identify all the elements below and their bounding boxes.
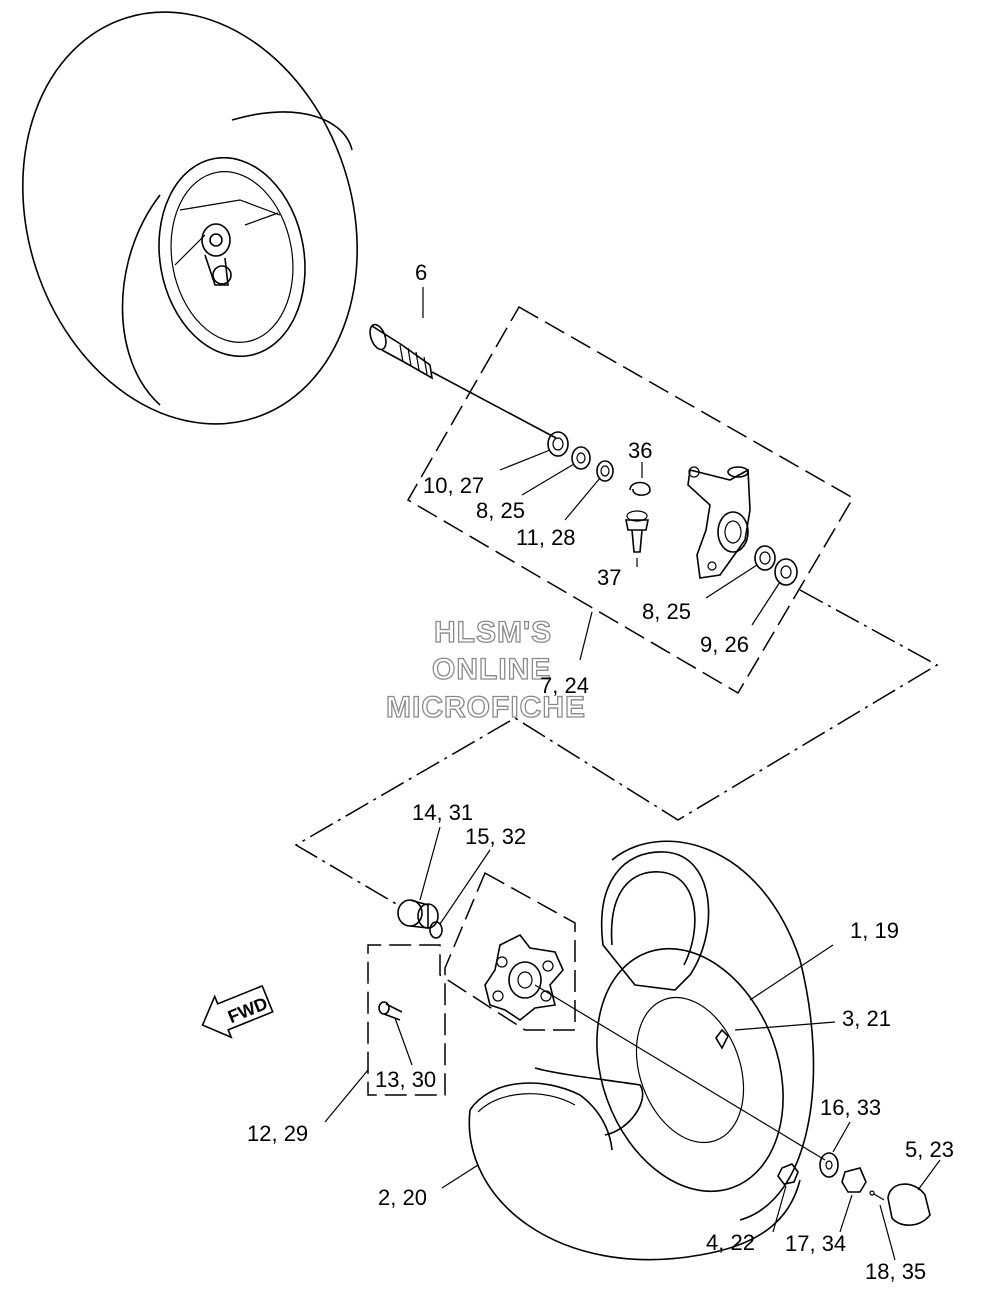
callout-37: 37 <box>597 565 621 590</box>
o-ring-15 <box>429 921 443 939</box>
knuckle-assembly-boundary <box>406 305 855 695</box>
bolt-13 <box>378 1001 403 1021</box>
callout-18-35: 18, 35 <box>865 1259 926 1284</box>
callout-14-31: 14, 31 <box>412 800 473 825</box>
bearing-8-lower <box>754 545 776 571</box>
spacer-11 <box>596 460 614 482</box>
callout-8-25-a: 8, 25 <box>476 498 525 523</box>
callout-7-24: 7, 24 <box>540 673 589 698</box>
tire-2 <box>468 1109 801 1261</box>
hub-assembly-boundary <box>367 871 576 1096</box>
callout-9-26: 9, 26 <box>700 632 749 657</box>
callout-1-19: 1, 19 <box>850 918 899 943</box>
wheel-nut-4 <box>777 1163 799 1185</box>
callout-11-28: 11, 28 <box>516 525 576 550</box>
alignment-line <box>294 589 939 906</box>
callout-3-21: 3, 21 <box>842 1006 891 1031</box>
callout-5-23: 5, 23 <box>905 1137 954 1162</box>
callout-8-25-b: 8, 25 <box>642 599 691 624</box>
callout-6: 6 <box>415 260 427 285</box>
grease-nipple-37 <box>625 510 649 553</box>
tire-1 <box>611 840 815 1221</box>
callout-16-33: 16, 33 <box>820 1095 881 1120</box>
oil-seal-10 <box>547 431 569 457</box>
castle-nut-17 <box>841 1167 867 1193</box>
oil-seal-9 <box>774 558 798 586</box>
leader-lines-upper <box>422 287 781 661</box>
callout-15-32: 15, 32 <box>465 824 526 849</box>
callout-10-27: 10, 27 <box>423 473 484 498</box>
callout-labels: 6 36 10, 27 8, 25 11, 28 37 8, 25 9, 26 … <box>247 260 954 1284</box>
axle-center-line <box>534 984 826 1161</box>
hub-cap-5 <box>887 1183 931 1226</box>
washer-16 <box>819 1152 839 1178</box>
watermark-line-3: MICROFICHE <box>386 691 586 724</box>
assembled-wheel-tire <box>22 11 358 425</box>
callout-4-22: 4, 22 <box>706 1230 755 1255</box>
callout-12-29: 12, 29 <box>247 1121 308 1146</box>
forward-arrow: FWD <box>201 984 274 1039</box>
bearing-8-upper <box>571 446 591 470</box>
watermark-line-1: HLSM'S <box>434 616 552 649</box>
watermark-line-2: ONLINE <box>432 653 551 686</box>
axle-shaft <box>369 323 557 439</box>
circlip-36 <box>629 481 651 496</box>
rim-2 <box>469 1067 644 1151</box>
callout-17-34: 17, 34 <box>785 1231 846 1256</box>
hub-flange-12 <box>484 933 564 1021</box>
callout-36: 36 <box>628 438 652 463</box>
cotter-pin-18 <box>869 1190 885 1201</box>
callout-13-30: 13, 30 <box>375 1067 436 1092</box>
watermark: HLSM'S ONLINE MICROFICHE <box>385 615 586 724</box>
steering-knuckle <box>687 466 751 579</box>
leader-lines-lower <box>324 826 941 1261</box>
rim-1 <box>596 851 784 1193</box>
wheel-hub-14 <box>397 899 439 929</box>
callout-2-20: 2, 20 <box>378 1185 427 1210</box>
